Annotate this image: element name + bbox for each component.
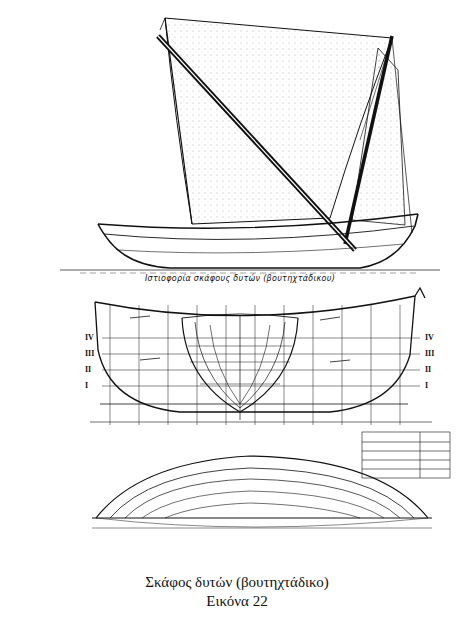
station-line bbox=[255, 305, 256, 425]
waterline-number: III bbox=[84, 350, 95, 359]
lines-plan bbox=[90, 288, 450, 528]
waterline bbox=[102, 338, 420, 339]
station-line bbox=[110, 305, 111, 425]
station-line bbox=[197, 305, 198, 425]
station-line bbox=[313, 305, 314, 425]
waterline-number: I bbox=[84, 382, 89, 391]
waterline-number: IV bbox=[84, 334, 95, 343]
figure-number: Εικόνα 22 bbox=[206, 593, 267, 610]
station-line bbox=[400, 305, 401, 425]
caption: Σκάφος δυτών (βουτηχτάδικο) bbox=[145, 574, 329, 591]
waterline-number: I bbox=[424, 382, 429, 391]
waterline-number: IV bbox=[424, 334, 435, 343]
drawing-title: Ιστιοφορία σκάφους δυτών (βουτηχτάδικου) bbox=[145, 275, 335, 284]
station-line bbox=[226, 305, 227, 425]
station-line bbox=[342, 305, 343, 425]
waterline-number: II bbox=[424, 366, 432, 375]
waterline-number: II bbox=[84, 366, 92, 375]
sail-plan bbox=[60, 18, 440, 273]
station-line bbox=[371, 305, 372, 425]
station-line bbox=[284, 305, 285, 425]
station-line bbox=[139, 305, 140, 425]
waterline bbox=[102, 354, 420, 355]
waterline bbox=[102, 370, 420, 371]
station-line bbox=[168, 305, 169, 425]
waterline-number: III bbox=[424, 350, 435, 359]
